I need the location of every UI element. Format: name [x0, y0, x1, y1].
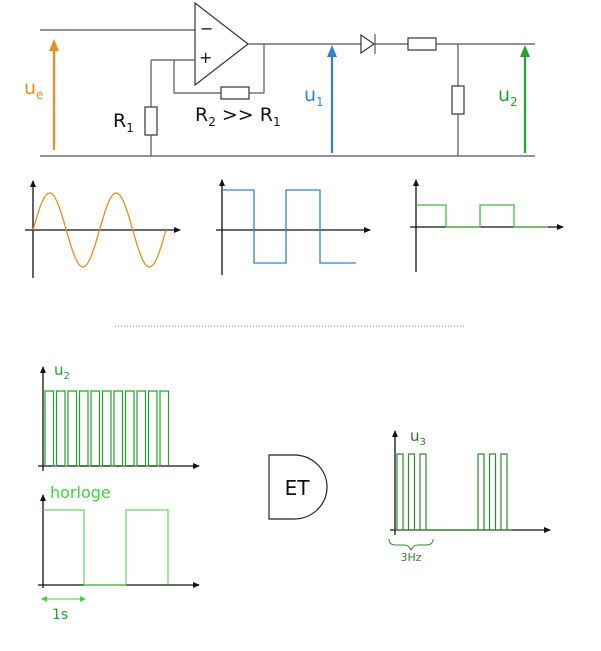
horloge-label: horloge — [50, 483, 111, 502]
ue-label: ue — [24, 77, 43, 102]
opamp-minus-sign: − — [200, 19, 213, 38]
waveform-u1-plot — [216, 179, 371, 275]
ue-sine-wave — [32, 192, 167, 268]
u3-period-brace — [388, 538, 434, 552]
and-gate: ET — [268, 454, 328, 520]
frequency-label: 3Hz — [400, 551, 421, 564]
waveform-ue-plot — [25, 180, 181, 278]
diode — [360, 33, 376, 55]
circuit: − + — [24, 1, 535, 157]
u3-pulse-bursts — [395, 453, 512, 531]
resistor-r1 — [144, 106, 158, 136]
waveform-u2-plot — [410, 179, 564, 272]
opamp-plus-sign: + — [199, 48, 212, 67]
resistor-r2 — [220, 86, 250, 100]
opamp — [194, 1, 249, 87]
u2-train-label: u2 — [54, 361, 70, 382]
u3-plot: u3 3Hz — [388, 427, 551, 564]
u2-pulse-train-plot: u2 — [38, 361, 200, 471]
period-arrow — [41, 596, 86, 602]
u2-arrow — [520, 45, 530, 153]
period-label: 1s — [52, 607, 68, 623]
clock-plot: horloge 1s — [38, 483, 200, 623]
ue-arrow — [49, 39, 59, 150]
u2-pulse-train — [44, 390, 170, 467]
and-gate-shape — [268, 454, 328, 520]
u2-label: u2 — [498, 84, 518, 109]
u3-label: u3 — [410, 427, 426, 448]
and-gate-label: ET — [285, 476, 311, 500]
r1-label: R1 — [113, 110, 134, 135]
resistor-series — [407, 37, 437, 51]
u1-arrow — [327, 45, 337, 153]
r2-label: R2 >> R1 — [195, 104, 281, 129]
clock-square-wave — [43, 509, 169, 586]
u1-label: u1 — [304, 84, 324, 109]
u1-square-wave — [222, 189, 356, 264]
u2-pulse-wave — [416, 204, 548, 228]
resistor-load — [451, 85, 465, 115]
